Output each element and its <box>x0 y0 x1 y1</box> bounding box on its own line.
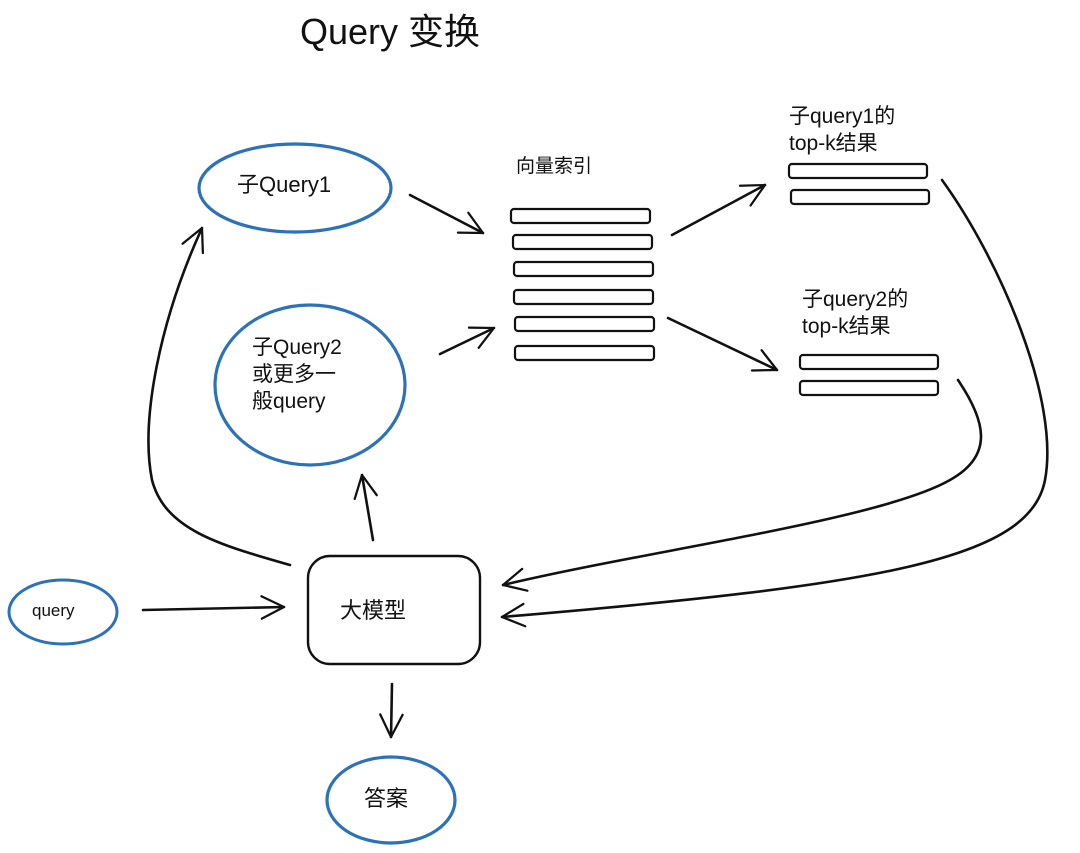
sub-query2-ellipse <box>213 303 407 467</box>
sub-query2-line: 或更多一 <box>252 363 336 386</box>
topk1-line: 子query1的 <box>789 105 896 128</box>
query-ellipse <box>7 578 119 646</box>
sub-query2-line: 般query <box>252 390 326 413</box>
arrow-index-to-topk2 <box>666 316 779 372</box>
topk2-bar <box>798 353 940 371</box>
vector-index-bars <box>509 207 656 362</box>
arrow-llm-to-subquery2 <box>353 473 378 542</box>
topk1-label: 子query1的 top-k结果 <box>789 103 895 157</box>
topk1-line: top-k结果 <box>789 132 878 155</box>
answer-label: 答案 <box>364 786 409 811</box>
topk1-bar <box>787 162 929 180</box>
arrow-topk2-to-llm <box>501 378 983 592</box>
topk1-bar <box>789 188 931 206</box>
llm-label: 大模型 <box>340 598 407 623</box>
sub-query2-label: 子Query2 或更多一 般query <box>252 334 342 415</box>
index-bar <box>509 207 652 225</box>
topk2-line: top-k结果 <box>802 315 891 338</box>
index-bar <box>512 288 655 306</box>
arrow-topk1-to-llm <box>500 178 1049 628</box>
index-bar <box>513 344 656 362</box>
sub-query1-ellipse <box>197 142 393 234</box>
answer-ellipse <box>325 755 457 845</box>
topk2-bars <box>798 353 940 397</box>
diagram-title: Query 变换 <box>300 11 481 52</box>
arrow-llm-to-subquery1 <box>147 226 292 567</box>
topk2-line: 子query2的 <box>802 288 909 311</box>
topk2-label: 子query2的 top-k结果 <box>802 286 908 340</box>
topk1-bars <box>787 162 931 206</box>
sub-query2-line: 子Query2 <box>252 336 342 359</box>
arrow-subquery2-to-index <box>438 326 496 356</box>
sub-query1-label: 子Query1 <box>237 172 332 197</box>
arrow-query-to-llm <box>141 595 286 620</box>
arrow-index-to-topk1 <box>670 183 767 237</box>
vector-index-label: 向量索引 <box>516 156 593 177</box>
arrow-llm-to-answer <box>379 682 404 739</box>
llm-box <box>306 554 482 666</box>
index-bar <box>513 315 656 333</box>
arrow-subquery1-to-index <box>408 193 485 235</box>
index-bar <box>512 260 655 278</box>
topk2-bar <box>798 379 940 397</box>
index-bar <box>511 233 654 251</box>
query-label: query <box>32 601 75 620</box>
